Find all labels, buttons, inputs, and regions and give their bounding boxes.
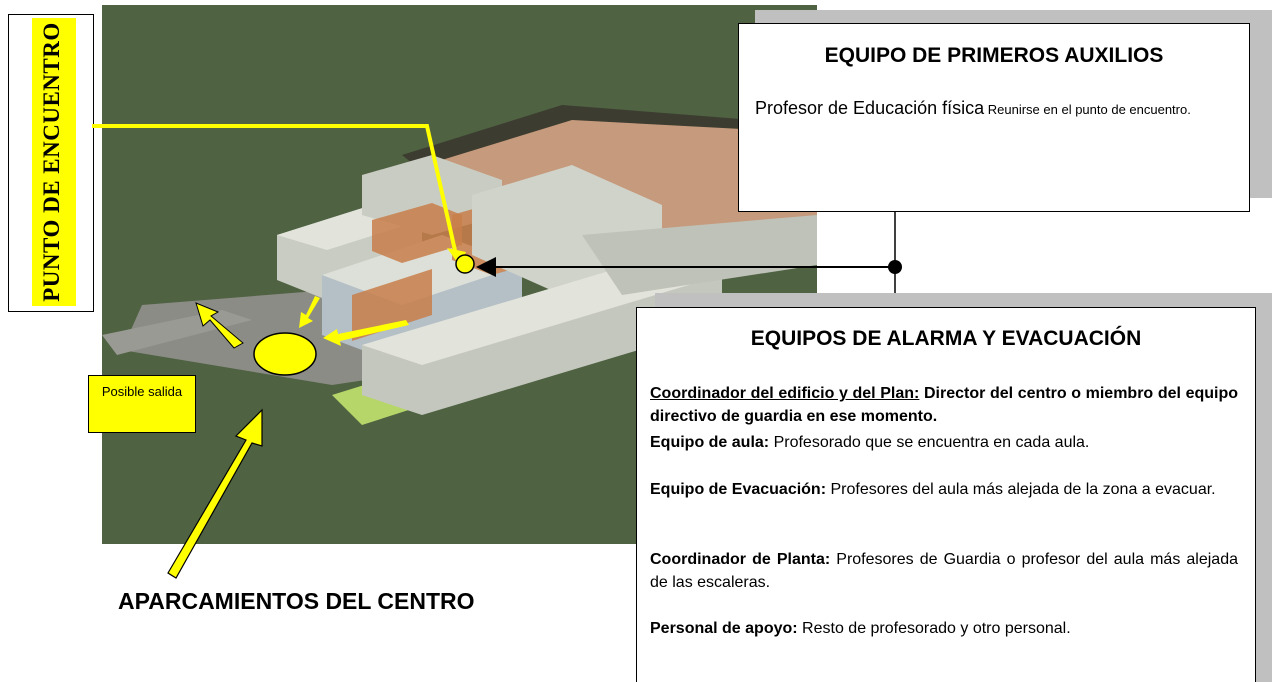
classroom-team-text: Profesorado que se encuentra en cada aul… xyxy=(773,434,1090,451)
meeting-point-route xyxy=(92,124,458,256)
connector-node xyxy=(888,260,902,274)
parking-label: APARCAMIENTOS DEL CENTRO xyxy=(118,588,475,614)
first-aid-role: Profesor de Educación física xyxy=(755,98,985,118)
alarm-title: EQUIPOS DE ALARMA Y EVACUACIÓN xyxy=(750,327,1142,350)
meeting-point-box: PUNTO DE ENCUENTRO xyxy=(8,14,94,312)
exit-arrow xyxy=(195,302,244,349)
classroom-team-label: Equipo de aula: xyxy=(650,434,770,451)
sports-field xyxy=(432,120,817,255)
evacuation-arrow-2 xyxy=(323,320,409,346)
alarm-evacuation-panel: EQUIPOS DE ALARMA Y EVACUACIÓN Coordinad… xyxy=(636,307,1256,682)
floor-coordinator-entry: Coordinador de Planta: Profesores de Gua… xyxy=(650,548,1238,594)
assembly-area-marker xyxy=(253,332,317,376)
coordinator-entry: Coordinador del edificio y del Plan: Dir… xyxy=(650,382,1238,428)
first-aid-instruction: Reunirse en el punto de encuentro. xyxy=(987,102,1191,117)
evacuation-arrow-1 xyxy=(299,296,320,328)
first-aid-panel: EQUIPO DE PRIMEROS AUXILIOS Profesor de … xyxy=(738,23,1250,212)
possible-exit-label: Posible salida xyxy=(88,375,196,433)
support-staff-entry: Personal de apoyo: Resto de profesorado … xyxy=(650,617,1238,640)
evacuation-team-entry: Equipo de Evacuación: Profesores del aul… xyxy=(650,478,1238,501)
first-aid-title: EQUIPO DE PRIMEROS AUXILIOS xyxy=(824,44,1164,67)
parking-arrow xyxy=(167,408,263,579)
floor-coordinator-label: Coordinador de Planta: xyxy=(650,551,831,568)
facade-windows xyxy=(352,269,432,341)
coordinator-label: Coordinador del edificio y del Plan: xyxy=(650,385,920,402)
support-staff-text: Resto de profesorado y otro personal. xyxy=(802,620,1071,637)
classroom-team-entry: Equipo de aula: Profesorado que se encue… xyxy=(650,431,1238,454)
support-staff-label: Personal de apoyo: xyxy=(650,620,798,637)
courtyard-windows xyxy=(372,203,462,263)
floor-coordinator-text: Profesores de Guardia o profesor del aul… xyxy=(650,551,1239,591)
evacuation-team-text: Profesores del aula más alejada de la zo… xyxy=(830,481,1216,498)
meeting-point-marker xyxy=(455,254,475,274)
building-annex xyxy=(582,215,817,295)
meeting-point-highlight xyxy=(32,18,76,306)
first-aid-body: Profesor de Educación física Reunirse en… xyxy=(755,97,1235,121)
coordinator-text: Director del centro o miembro del equipo… xyxy=(650,385,1239,425)
evacuation-team-label: Equipo de Evacuación: xyxy=(650,481,827,498)
